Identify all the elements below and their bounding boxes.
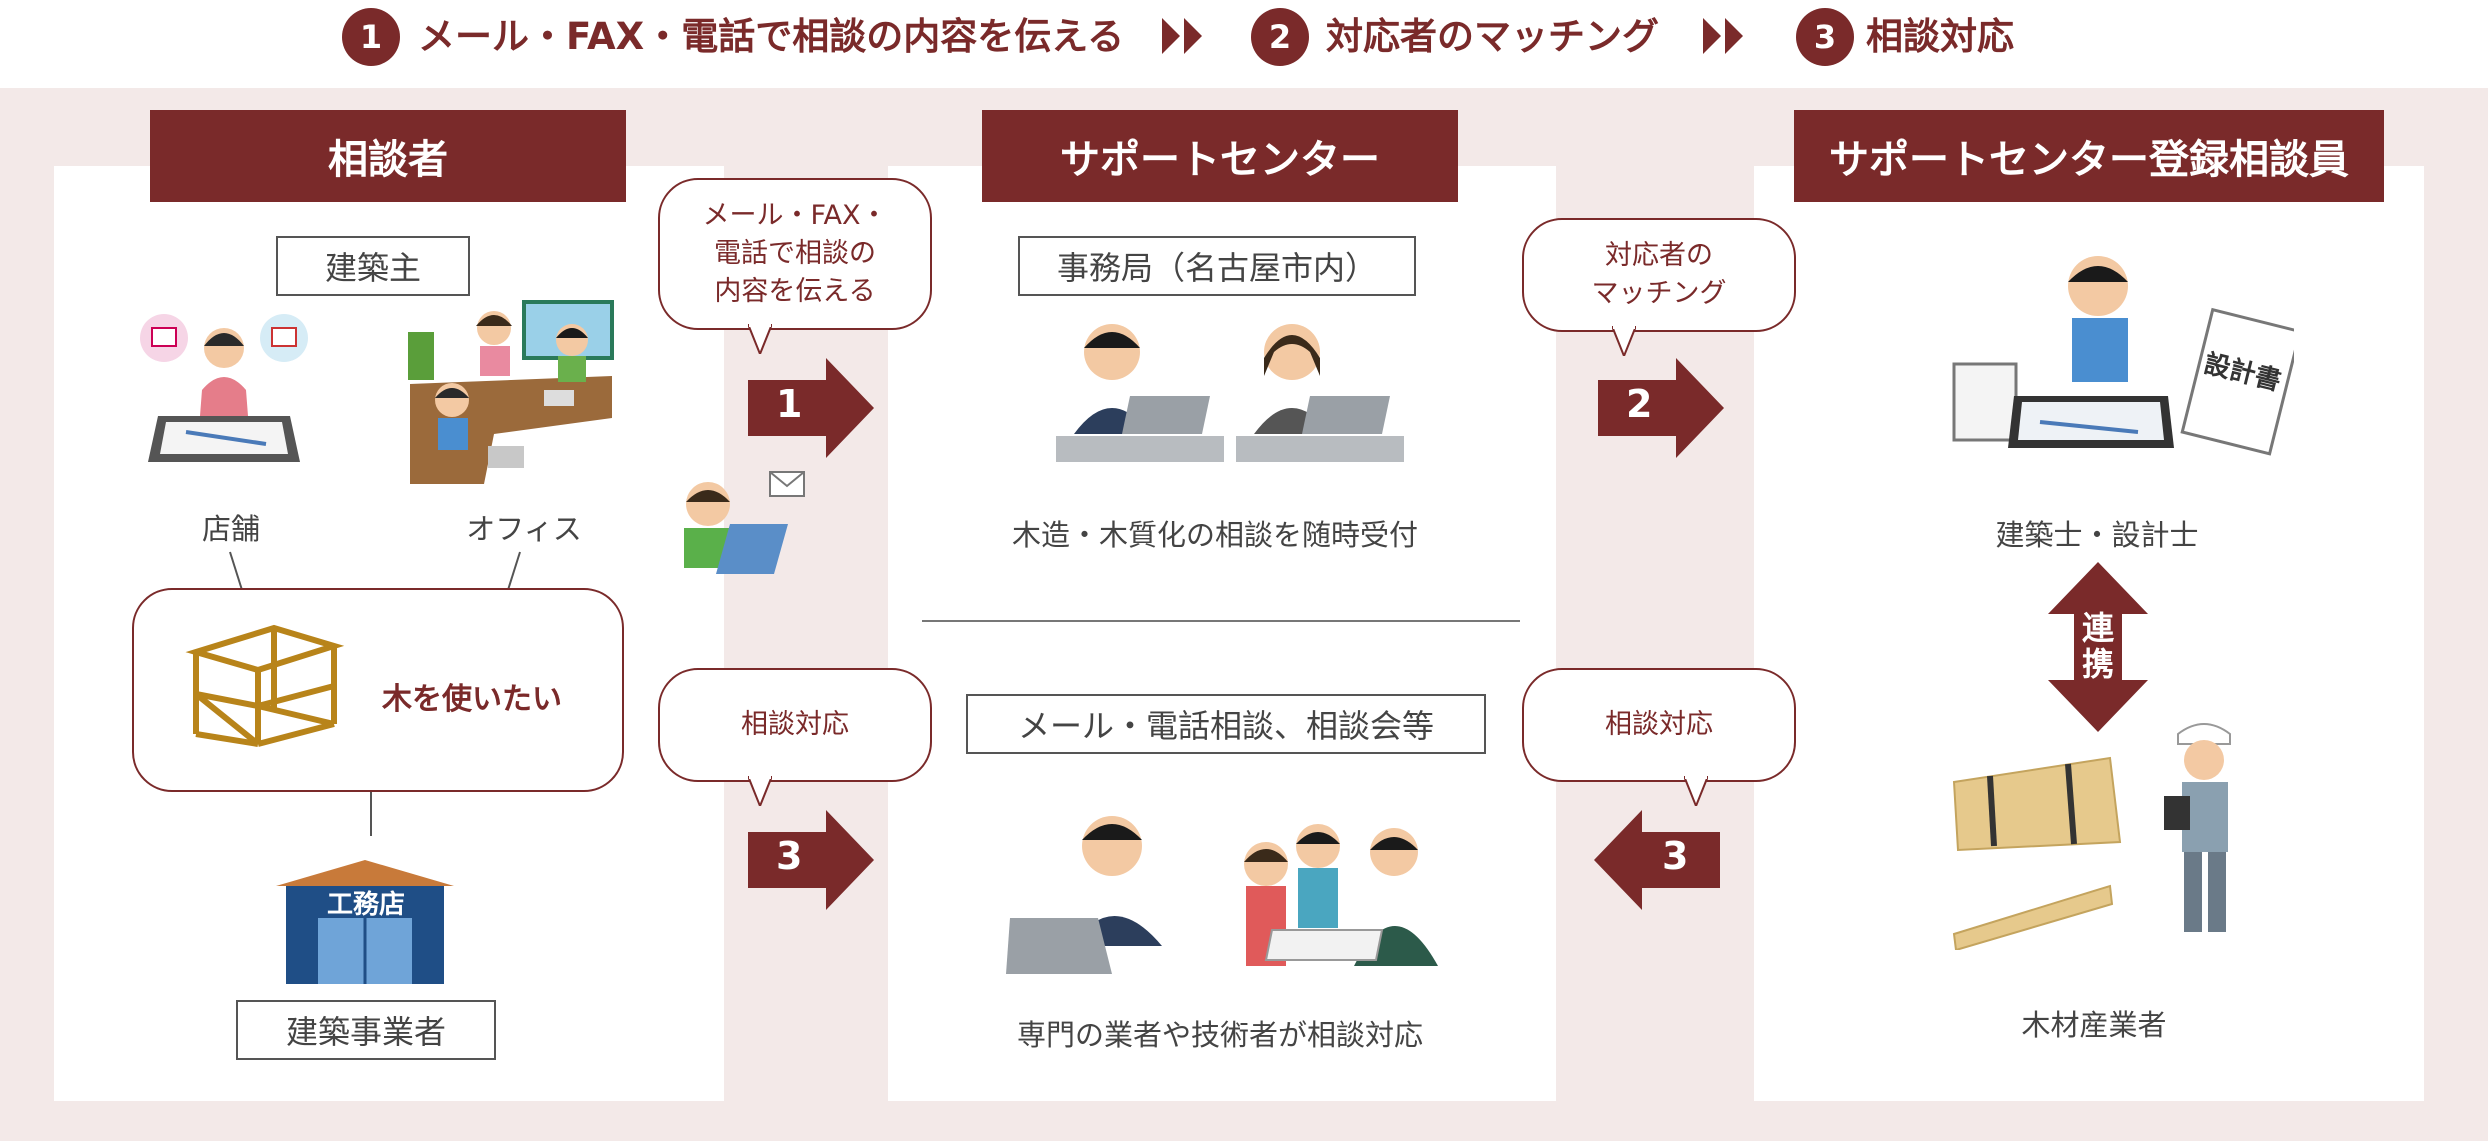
double-chevron-icon	[1162, 18, 1202, 54]
designer-caption: 建築士・設計士	[1995, 518, 2199, 552]
matching-bubble: 対応者の マッチング	[1522, 218, 1796, 332]
bubble-tail	[1612, 326, 1636, 356]
connector-lines	[229, 551, 521, 591]
step-1-badge: 1	[342, 8, 400, 66]
bubble-tail	[748, 776, 772, 806]
office-caption: オフィス	[466, 512, 582, 546]
arrow-3-left-number: 3	[776, 834, 803, 878]
wish-box	[132, 588, 624, 792]
arrow-1-number: 1	[776, 382, 803, 426]
lumber-caption: 木材産業者	[2021, 1008, 2167, 1042]
step-2-text: 対応者のマッチング	[1326, 15, 1659, 58]
lumber-worker-illustration	[1952, 723, 2231, 950]
arrow-step-3-left	[748, 810, 874, 910]
shop-owner-illustration	[140, 314, 308, 462]
bubble-tail	[748, 324, 772, 354]
center-divider	[922, 620, 1520, 622]
wish-text: 木を使いたい	[382, 682, 562, 717]
arrow-step-1	[748, 358, 874, 458]
send-bubble-line: 電話で相談の	[714, 238, 876, 269]
builder-label: 建築事業者	[236, 1000, 496, 1060]
arrow-step-3-right	[1594, 810, 1720, 910]
arrow-3-right-number: 3	[1662, 834, 1689, 878]
registered-consultant-title: サポートセンター登録相談員	[1794, 110, 2384, 202]
builder-sign: 工務店	[326, 890, 405, 920]
arrow-2-number: 2	[1626, 382, 1653, 426]
respond-bubble-text: 相談対応	[741, 709, 849, 740]
consult-label: メール・電話相談、相談会等	[966, 694, 1486, 754]
designer-illustration	[1952, 256, 2294, 456]
builder-shop-illustration	[276, 860, 454, 984]
respond-bubble-text: 相談対応	[1605, 709, 1713, 740]
matching-bubble-line: 対応者の	[1605, 240, 1713, 271]
send-bubble-line: 内容を伝える	[714, 276, 876, 307]
send-contents-bubble: メール・FAX・ 電話で相談の 内容を伝える	[658, 178, 932, 330]
owner-label: 建築主	[276, 236, 470, 296]
link-double-arrow-icon	[2048, 562, 2148, 732]
steps-bar: 1 メール・FAX・電話で相談の内容を伝える 2 対応者のマッチング 3 相談対…	[0, 0, 2488, 86]
office-staff-illustration	[1056, 324, 1404, 462]
support-center-panel	[888, 166, 1556, 1101]
timber-frame-illustration	[185, 624, 345, 747]
step-2-badge: 2	[1251, 8, 1309, 66]
send-bubble-line: メール・FAX・	[702, 200, 888, 231]
shop-caption: 店舗	[201, 512, 260, 546]
respond-bubble-left: 相談対応	[658, 668, 932, 782]
consultation-illustration	[1006, 816, 1438, 974]
office-caption: 木造・木質化の相談を随時受付	[1011, 518, 1418, 552]
connector-line	[370, 788, 372, 836]
user-laptop-illustration	[684, 471, 805, 574]
bubble-tail	[1684, 776, 1708, 806]
support-center-title: サポートセンター	[982, 110, 1458, 202]
double-chevron-icon	[1703, 18, 1743, 54]
matching-bubble-line: マッチング	[1591, 278, 1727, 309]
respond-bubble-right: 相談対応	[1522, 668, 1796, 782]
consult-caption: 専門の業者や技術者が相談対応	[1016, 1018, 1423, 1052]
office-label: 事務局（名古屋市内）	[1018, 236, 1416, 296]
step-1-text: メール・FAX・電話で相談の内容を伝える	[418, 15, 1125, 58]
link-label: 連携	[2081, 609, 2114, 683]
step-3-text: 相談対応	[1866, 15, 2014, 58]
consultant-title: 相談者	[150, 110, 626, 202]
office-illustration	[408, 300, 614, 484]
arrow-step-2	[1598, 358, 1724, 458]
step-3-badge: 3	[1796, 8, 1854, 66]
